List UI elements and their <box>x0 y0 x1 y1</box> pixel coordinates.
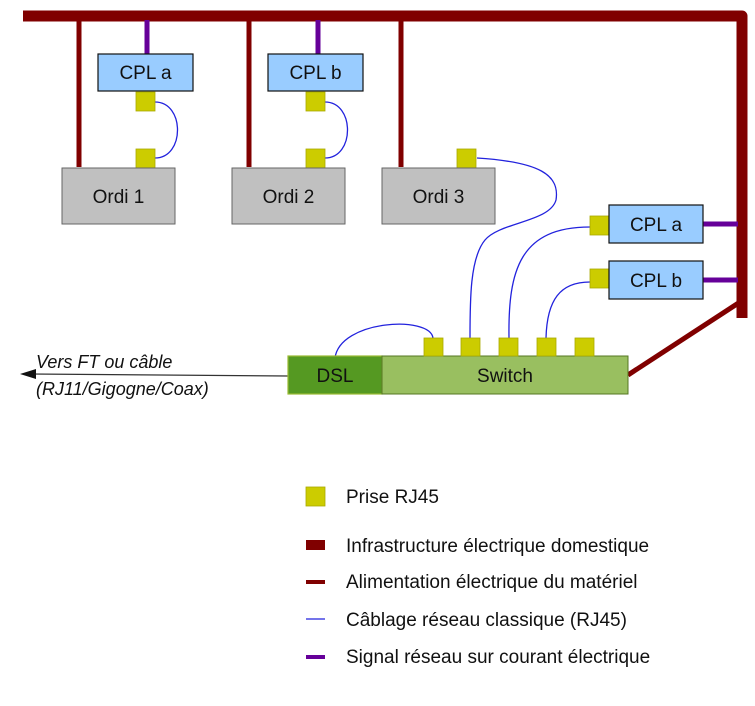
rj45-port-icon[interactable] <box>589 268 610 289</box>
legend-label: Infrastructure électrique domestique <box>346 536 649 557</box>
cpl-b-right-box[interactable] <box>608 260 704 300</box>
power-feeds <box>76 20 742 378</box>
rj45-port-icon[interactable] <box>423 337 444 357</box>
legend-item-plc-signal: Signal réseau sur courant électrique <box>306 647 650 668</box>
cpl-a-top-label: CPL a <box>119 63 172 84</box>
plc-signal-lines <box>144 20 738 283</box>
cable-cpl-a-right-switch <box>508 226 591 339</box>
power-swatch-icon <box>306 580 325 584</box>
rj45-port-icon[interactable] <box>456 148 477 169</box>
rj45-swatch-icon <box>305 486 326 507</box>
infrastructure-swatch-icon <box>306 540 325 550</box>
dsl-box[interactable] <box>287 355 383 395</box>
arrow-left-icon <box>20 369 36 379</box>
legend-item-power: Alimentation électrique du matériel <box>306 572 638 593</box>
cpl-b-top-box[interactable] <box>267 53 364 92</box>
cable-dsl-switch <box>334 323 434 359</box>
dsl-label: DSL <box>317 366 354 387</box>
cpl-a-right-label: CPL a <box>630 215 683 236</box>
legend-label: Prise RJ45 <box>346 487 439 508</box>
ordi-2-label: Ordi 2 <box>263 187 315 208</box>
rj45-port-icon[interactable] <box>135 148 156 169</box>
legend: Prise RJ45 Infrastructure électrique dom… <box>305 486 650 668</box>
ordi-3-label: Ordi 3 <box>413 187 465 208</box>
rj45-port-icon[interactable] <box>305 148 326 169</box>
rj45-port-icon[interactable] <box>460 337 481 357</box>
network-cables <box>154 101 591 359</box>
ordi-2[interactable]: Ordi 2 <box>231 148 346 225</box>
cpl-a-top[interactable]: CPL a <box>97 53 194 112</box>
external-link-line <box>29 373 289 377</box>
legend-item-network-cable: Câblage réseau classique (RJ45) <box>306 610 627 631</box>
ordi-1-label: Ordi 1 <box>93 187 145 208</box>
cable-cpl-b-ordi-2 <box>324 101 348 159</box>
infrastructure-bus <box>23 10 748 318</box>
rj45-port-icon[interactable] <box>574 337 595 357</box>
ordi-1[interactable]: Ordi 1 <box>61 148 176 225</box>
electrical-infrastructure <box>23 10 748 318</box>
ordi-1-box[interactable] <box>61 167 176 225</box>
power-line-switch <box>626 299 742 378</box>
plc-signal-swatch-icon <box>306 655 325 659</box>
cpl-a-right-box[interactable] <box>608 204 704 244</box>
rj45-port-icon[interactable] <box>536 337 557 357</box>
external-link-label-1: Vers FT ou câble <box>36 352 172 372</box>
ordi-3[interactable]: Ordi 3 <box>381 148 496 225</box>
switch-label: Switch <box>477 366 533 387</box>
legend-label: Signal réseau sur courant électrique <box>346 647 650 668</box>
cable-cpl-a-ordi-1 <box>154 101 178 159</box>
external-link: Vers FT ou câble (RJ11/Gigogne/Coax) <box>20 352 289 399</box>
rj45-port-icon[interactable] <box>305 91 326 112</box>
legend-item-infrastructure: Infrastructure électrique domestique <box>306 536 649 557</box>
cpl-b-top-label: CPL b <box>289 63 341 84</box>
rj45-port-icon[interactable] <box>498 337 519 357</box>
cable-cpl-b-right-switch <box>545 281 591 339</box>
cpl-b-right[interactable]: CPL b <box>589 260 704 300</box>
ordi-2-box[interactable] <box>231 167 346 225</box>
rj45-port-icon[interactable] <box>589 215 610 236</box>
cpl-a-right[interactable]: CPL a <box>589 204 704 244</box>
dsl-modem[interactable]: DSL <box>287 355 383 395</box>
cpl-a-top-box[interactable] <box>97 53 194 92</box>
cable-ordi-3-switch <box>469 157 558 339</box>
legend-item-rj45: Prise RJ45 <box>305 486 439 508</box>
legend-label: Alimentation électrique du matériel <box>346 572 638 593</box>
cpl-b-right-label: CPL b <box>630 271 682 292</box>
external-link-label-2: (RJ11/Gigogne/Coax) <box>36 379 209 399</box>
switch-box[interactable] <box>381 355 629 395</box>
ordi-3-box[interactable] <box>381 167 496 225</box>
cpl-b-top[interactable]: CPL b <box>267 53 364 112</box>
rj45-port-icon[interactable] <box>135 91 156 112</box>
switch[interactable]: Switch <box>381 337 629 395</box>
legend-label: Câblage réseau classique (RJ45) <box>346 610 627 631</box>
